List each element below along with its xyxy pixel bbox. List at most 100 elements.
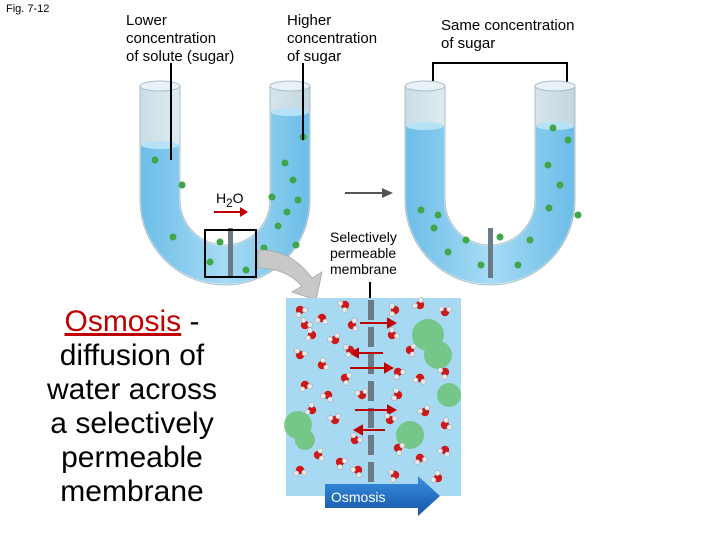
- water-molecule: [437, 367, 450, 380]
- osmosis-arrow-label: Osmosis: [331, 489, 386, 505]
- water-molecule: [335, 457, 348, 470]
- label-line: membrane: [330, 261, 397, 277]
- label-line: of solute (sugar): [126, 48, 235, 65]
- caption-line: a selectively: [50, 407, 214, 440]
- water-molecule: [317, 357, 330, 371]
- u-tube-before: [139, 80, 311, 286]
- sugar-molecule: [295, 430, 315, 450]
- water-molecule: [405, 343, 417, 358]
- water-molecule: [295, 305, 308, 318]
- magnified-panel: [284, 297, 461, 516]
- sugar-molecule: [206, 258, 214, 266]
- water-molecule: [412, 297, 425, 310]
- label-lower-concentration: Lower concentration of solute (sugar): [126, 12, 266, 66]
- water-molecule: [343, 344, 355, 358]
- label-water-formula: H2O: [216, 190, 244, 210]
- water-molecule: [388, 469, 400, 483]
- sugar-molecule: [424, 341, 452, 369]
- sugar-molecule: [544, 161, 552, 169]
- label-line: concentration: [126, 30, 217, 47]
- sugar-molecule: [444, 248, 452, 256]
- sugar-molecule: [151, 156, 159, 164]
- osmosis-arrow: [325, 476, 440, 516]
- label-same-concentration: Same concentration of sugar: [441, 17, 611, 53]
- label-line: permeable: [330, 245, 397, 261]
- sugar-molecule: [169, 233, 177, 241]
- sugar-molecule: [574, 211, 582, 219]
- water-molecule: [440, 417, 453, 431]
- water-molecule: [350, 465, 363, 478]
- water-molecule: [313, 447, 325, 462]
- water-molecule: [387, 327, 400, 340]
- sugar-molecule: [417, 206, 425, 214]
- water-molecule: [393, 367, 406, 380]
- caption-line: Osmosis -: [14, 305, 250, 339]
- water-molecule: [437, 445, 451, 458]
- sugar-molecule: [462, 236, 470, 244]
- u-tube-water: [406, 126, 574, 284]
- water-molecule: [417, 404, 430, 417]
- water-molecule: [337, 300, 350, 313]
- transition-arrow: [345, 188, 393, 198]
- water-molecule: [299, 380, 313, 393]
- sugar-molecule: [477, 261, 485, 269]
- water-molecule: [327, 332, 340, 345]
- label-line: concentration: [287, 30, 378, 47]
- sugar-molecules: [417, 124, 582, 269]
- sugar-molecule: [545, 204, 553, 212]
- water-molecule: [354, 388, 369, 400]
- caption-term: Osmosis: [64, 305, 182, 338]
- u-tube-after: [404, 80, 582, 286]
- membrane: [488, 228, 493, 278]
- caption-line: water across: [46, 373, 218, 406]
- sugar-molecule: [268, 193, 276, 201]
- sugar-molecule: [496, 233, 504, 241]
- water-molecule: [430, 470, 443, 483]
- water-molecule: [414, 453, 428, 466]
- water-molecule: [300, 317, 313, 330]
- caption-line: diffusion of: [59, 339, 205, 372]
- sugar-molecule: [514, 261, 522, 269]
- water-molecule: [438, 305, 452, 317]
- sugar-molecule: [242, 266, 250, 274]
- sugar-molecule: [437, 383, 461, 407]
- water-molecule: [350, 432, 363, 445]
- water-flow-arrowhead: [240, 207, 248, 217]
- sugar-molecule: [216, 238, 224, 246]
- zoom-box: [204, 229, 257, 278]
- water-molecule: [393, 442, 406, 456]
- water-molecule: [304, 402, 317, 415]
- sugar-molecule: [281, 159, 289, 167]
- sugar-molecule: [289, 176, 297, 184]
- sugar-molecule: [274, 222, 282, 230]
- water-h: H: [216, 190, 227, 206]
- water-molecule: [412, 373, 427, 385]
- water-molecule: [314, 313, 329, 325]
- water-subscript: 2: [226, 196, 233, 210]
- caption-line: membrane: [60, 475, 204, 508]
- u-tube-water: [141, 112, 309, 284]
- figure-label: Fig. 7-12: [6, 3, 50, 15]
- label-line: Selectively: [330, 229, 397, 245]
- water-molecule: [347, 317, 359, 332]
- sugar-molecule: [430, 224, 438, 232]
- sugar-molecule: [283, 208, 291, 216]
- zoom-arrow: [257, 249, 323, 301]
- sugar-molecules: [151, 133, 307, 274]
- water-molecule: [340, 372, 353, 386]
- sugar-molecule: [178, 181, 186, 189]
- label-line: Higher: [287, 12, 332, 29]
- sugar-molecule: [294, 196, 302, 204]
- water-molecule: [327, 413, 342, 425]
- sugar-molecule: [526, 236, 534, 244]
- caption-separator: -: [181, 305, 200, 338]
- water-molecule: [320, 390, 334, 403]
- water-molecule: [305, 327, 317, 341]
- label-line: Lower: [126, 12, 167, 29]
- caption: Osmosis - diffusion of water across a se…: [14, 305, 250, 509]
- sugar-molecule: [549, 124, 557, 132]
- caption-line: permeable: [61, 441, 203, 474]
- label-membrane: Selectively permeable membrane: [330, 229, 397, 277]
- sugar-molecule: [292, 241, 300, 249]
- sugar-molecule: [556, 181, 564, 189]
